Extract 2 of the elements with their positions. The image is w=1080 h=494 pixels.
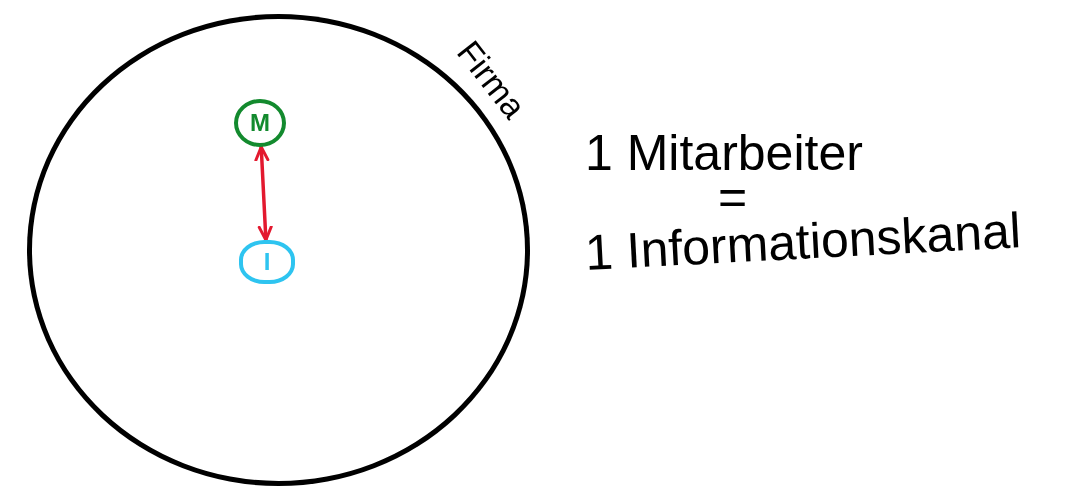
double-arrow bbox=[254, 145, 273, 242]
letter-circle: M bbox=[234, 99, 286, 147]
